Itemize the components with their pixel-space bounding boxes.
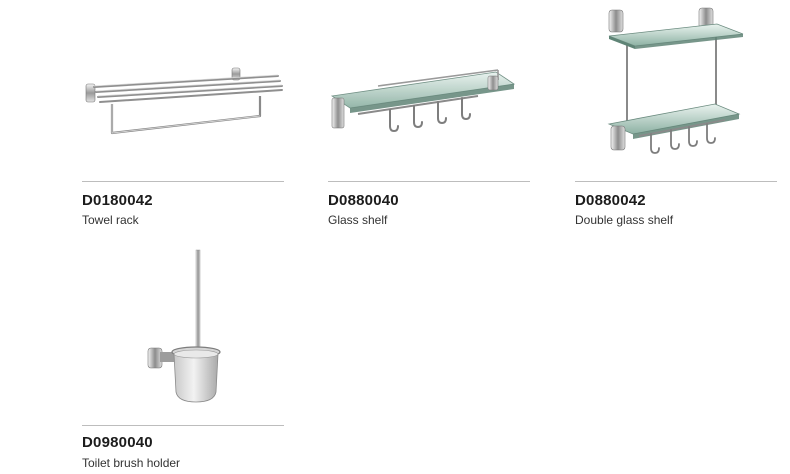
product-name: Toilet brush holder <box>82 456 181 470</box>
double-glass-shelf-image <box>607 7 744 154</box>
divider <box>82 181 284 182</box>
divider <box>82 425 284 426</box>
divider <box>575 181 777 182</box>
product-code[interactable]: D0880040 <box>328 192 399 209</box>
product-name: Glass shelf <box>328 213 388 227</box>
divider <box>328 181 530 182</box>
product-code[interactable]: D0980040 <box>82 434 153 451</box>
product-name: Double glass shelf <box>575 213 674 227</box>
product-code[interactable]: D0880042 <box>575 192 646 209</box>
product-name: Towel rack <box>82 213 139 227</box>
toilet-brush-holder-image <box>147 249 221 403</box>
product-code[interactable]: D0180042 <box>82 192 153 209</box>
glass-shelf-image <box>330 69 516 133</box>
towel-rack-image <box>85 67 283 135</box>
